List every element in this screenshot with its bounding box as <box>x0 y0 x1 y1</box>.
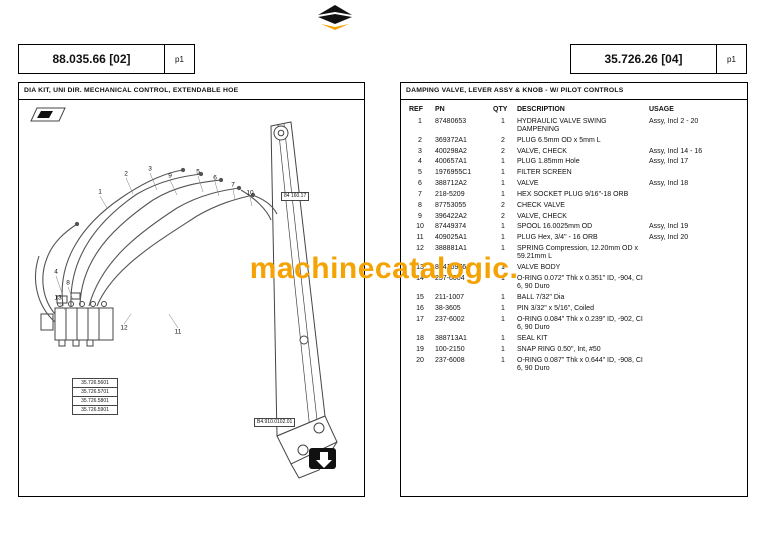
diagram-frame-label: B4.910.0102.01 <box>254 418 296 427</box>
diagram-frame-label: 84 160.17 <box>281 192 310 201</box>
leader-lines <box>55 172 253 329</box>
column-header: REF <box>409 106 423 113</box>
callout-number: 10 <box>246 189 254 197</box>
ref-box: 35.726.5701 <box>72 388 118 397</box>
callout-number: 1 <box>98 188 102 196</box>
column-header: DESCRIPTION <box>517 106 565 113</box>
column-header: USAGE <box>649 106 674 113</box>
right-page-title: DAMPING VALVE, LEVER ASSY & KNOB - W/ PI… <box>401 83 747 100</box>
hydraulic-hoses <box>35 167 278 323</box>
callout-number: 7 <box>231 181 235 189</box>
callout-number: 2 <box>124 170 128 178</box>
callout-number: 4 <box>54 268 58 276</box>
site-logo-icon <box>318 5 352 30</box>
column-header: PN <box>435 106 445 113</box>
left-page-number: p1 <box>164 44 195 74</box>
left-page-title: DIA KIT, UNI DIR. MECHANICAL CONTROL, EX… <box>19 83 364 100</box>
exploded-diagram <box>30 107 338 479</box>
column-header: QTY <box>493 106 508 113</box>
callout-number: 9 <box>168 172 172 180</box>
callout-number: 6 <box>213 174 217 182</box>
left-page: DIA KIT, UNI DIR. MECHANICAL CONTROL, EX… <box>18 82 365 497</box>
callout-number: 12 <box>120 324 128 332</box>
callout-number: 3 <box>148 165 152 173</box>
right-page-number: p1 <box>716 44 747 74</box>
right-page-code: 35.726.26 [04] <box>570 44 717 74</box>
ref-box: 35.726.5901 <box>72 406 118 415</box>
ref-box: 35.726.5601 <box>72 378 118 388</box>
watermark-text: machinecatalogic. <box>249 252 519 285</box>
right-page: DAMPING VALVE, LEVER ASSY & KNOB - W/ PI… <box>400 82 748 497</box>
callout-number: 13 <box>54 294 62 302</box>
ref-box: 35.726.5801 <box>72 397 118 406</box>
callout-number: 5 <box>196 168 200 176</box>
table-header-row: REF PN QTY DESCRIPTION USAGE <box>407 102 741 115</box>
callout-number: 8 <box>66 279 70 287</box>
callout-number: 11 <box>174 328 182 336</box>
left-page-code: 88.035.66 [02] <box>18 44 165 74</box>
orientation-icon <box>30 107 66 122</box>
nav-arrow-icon <box>309 448 336 469</box>
